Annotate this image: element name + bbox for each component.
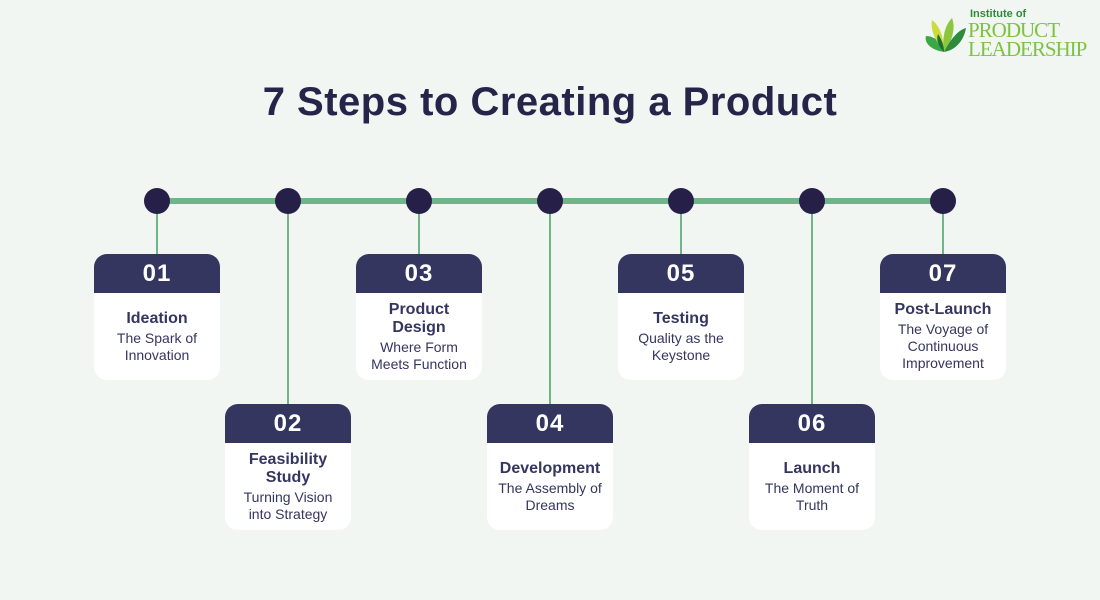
step-body: Launch The Moment of Truth (749, 443, 875, 530)
step-title: Feasibility Study (248, 450, 328, 486)
step-title: Product Design (388, 300, 450, 336)
step-body: Product Design Where Form Meets Function (356, 293, 482, 380)
logo-text-2: PRODUCT (968, 18, 1060, 42)
step-card: 07 Post-Launch The Voyage of Continuous … (880, 254, 1006, 380)
step-card: 01 Ideation The Spark of Innovation (94, 254, 220, 380)
step-subtitle: Quality as the Keystone (638, 329, 724, 363)
step-number: 07 (880, 254, 1006, 293)
step-title: Launch (783, 459, 841, 477)
logo-text-3: LEADERSHIP (968, 37, 1087, 61)
step-number: 02 (225, 404, 351, 443)
connector-line (549, 210, 551, 404)
step-number: 01 (94, 254, 220, 293)
step-body: Testing Quality as the Keystone (618, 293, 744, 380)
step-body: Ideation The Spark of Innovation (94, 293, 220, 380)
step-subtitle: The Spark of Innovation (116, 329, 198, 363)
timeline-dot (275, 188, 301, 214)
step-title: Testing (653, 309, 709, 327)
timeline-dot (799, 188, 825, 214)
step-number: 04 (487, 404, 613, 443)
connector-line (680, 210, 682, 254)
timeline-dot (406, 188, 432, 214)
connector-line (156, 210, 158, 254)
connector-line (287, 210, 289, 404)
step-number: 05 (618, 254, 744, 293)
step-subtitle: Where Form Meets Function (371, 338, 467, 372)
connector-line (942, 210, 944, 254)
step-subtitle: The Voyage of Continuous Improvement (897, 321, 989, 371)
timeline-dot (144, 188, 170, 214)
step-title: Ideation (126, 309, 188, 327)
step-title: Post-Launch (894, 301, 992, 318)
connector-line (811, 210, 813, 404)
step-card: 04 Development The Assembly of Dreams (487, 404, 613, 530)
timeline-dot (537, 188, 563, 214)
step-number: 03 (356, 254, 482, 293)
step-body: Feasibility Study Turning Vision into St… (225, 443, 351, 530)
step-card: 05 Testing Quality as the Keystone (618, 254, 744, 380)
step-subtitle: Turning Vision into Strategy (243, 488, 333, 522)
step-body: Development The Assembly of Dreams (487, 443, 613, 530)
step-subtitle: The Assembly of Dreams (498, 479, 602, 513)
step-subtitle: The Moment of Truth (764, 479, 860, 513)
leaf-logo-icon (925, 18, 966, 52)
step-title: Development (499, 459, 601, 477)
step-body: Post-Launch The Voyage of Continuous Imp… (880, 293, 1006, 380)
step-card: 03 Product Design Where Form Meets Funct… (356, 254, 482, 380)
timeline-dot (668, 188, 694, 214)
step-card: 02 Feasibility Study Turning Vision into… (225, 404, 351, 530)
step-number: 06 (749, 404, 875, 443)
connector-line (418, 210, 420, 254)
logo-text-1: Institute of (970, 8, 1027, 20)
timeline-dot (930, 188, 956, 214)
institute-logo: Institute of PRODUCT LEADERSHIP (922, 8, 1097, 61)
step-card: 06 Launch The Moment of Truth (749, 404, 875, 530)
page-title: 7 Steps to Creating a Product (262, 80, 838, 124)
